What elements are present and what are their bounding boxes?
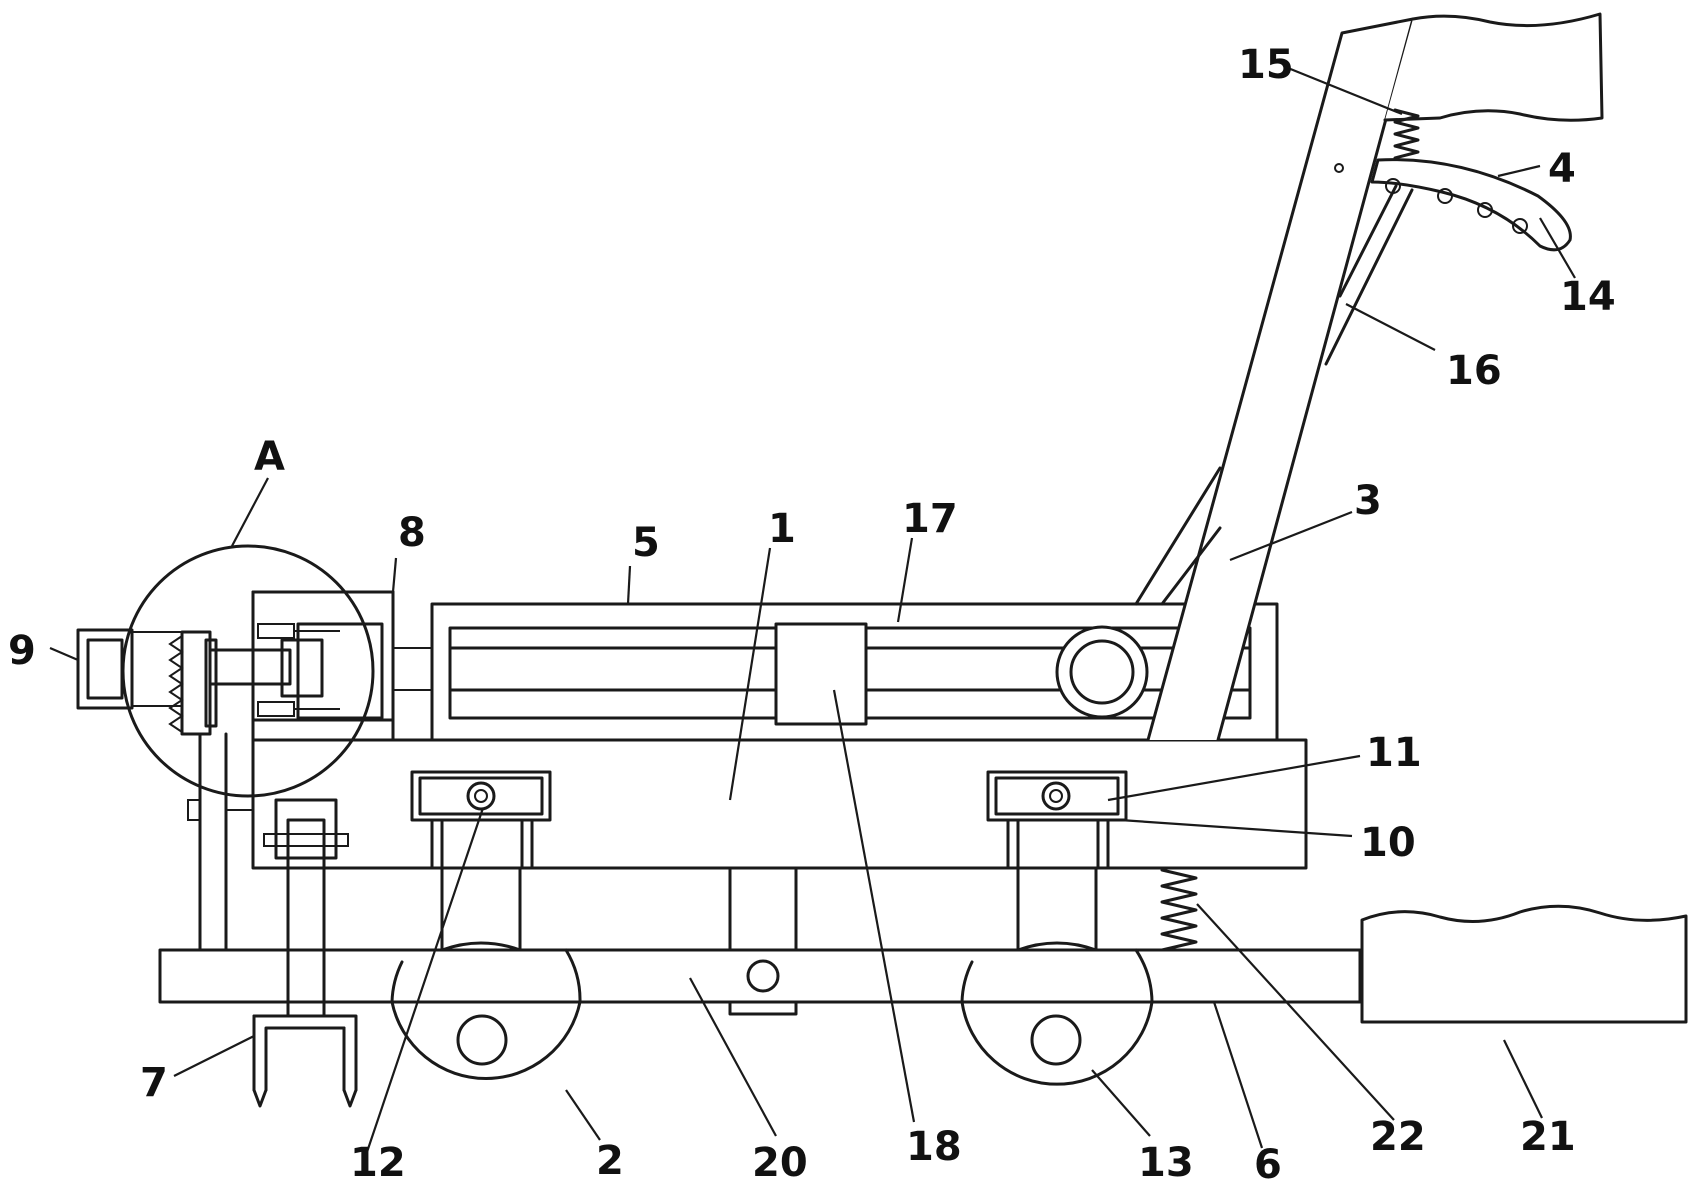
label-14: 14 (1560, 274, 1616, 320)
rear-mount (986, 770, 1128, 952)
label-7: 7 (140, 1060, 168, 1106)
bottom-frame (158, 948, 1362, 1016)
label-5: 5 (632, 520, 660, 566)
grip-spring (1393, 108, 1420, 160)
front-wheel (390, 948, 582, 1080)
label-3: 3 (1354, 478, 1382, 524)
grip (1370, 158, 1572, 252)
label-2: 2 (596, 1138, 624, 1184)
label-13: 13 (1138, 1140, 1194, 1185)
center-post (728, 866, 798, 952)
front-mount (410, 770, 552, 952)
pulley (1055, 625, 1149, 719)
label-16: 16 (1446, 348, 1502, 394)
leader-lines (49, 66, 1576, 1153)
handle-top-block (1383, 12, 1604, 122)
label-22: 22 (1370, 1114, 1426, 1160)
rear-block (1360, 904, 1688, 1024)
vertical-arm (187, 732, 253, 952)
label-6: 6 (1254, 1142, 1282, 1185)
clamp-plate (168, 630, 218, 736)
label-11: 11 (1366, 730, 1422, 776)
rear-wheel (960, 948, 1154, 1086)
callout-labels: A 8 9 5 1 17 3 4 15 14 16 11 10 12 2 20 … (8, 42, 1616, 1185)
label-9: 9 (8, 628, 36, 674)
label-18: 18 (906, 1124, 962, 1170)
gauge (76, 628, 182, 710)
prong-tool (252, 1014, 358, 1108)
label-20: 20 (752, 1140, 808, 1185)
roller-fork (263, 798, 349, 1018)
support-strut (1134, 184, 1414, 606)
label-10: 10 (1360, 820, 1416, 866)
handle-column (1146, 17, 1415, 742)
label-8: 8 (398, 510, 426, 556)
label-15: 15 (1238, 42, 1294, 88)
label-A: A (254, 434, 285, 480)
spring (1160, 866, 1198, 952)
slider-block (774, 622, 868, 726)
label-1: 1 (768, 506, 796, 552)
left-housing (208, 590, 395, 722)
label-17: 17 (902, 496, 958, 542)
detail-circle-A (121, 544, 375, 798)
label-21: 21 (1520, 1114, 1576, 1160)
label-12: 12 (350, 1140, 406, 1185)
label-4: 4 (1548, 146, 1576, 192)
